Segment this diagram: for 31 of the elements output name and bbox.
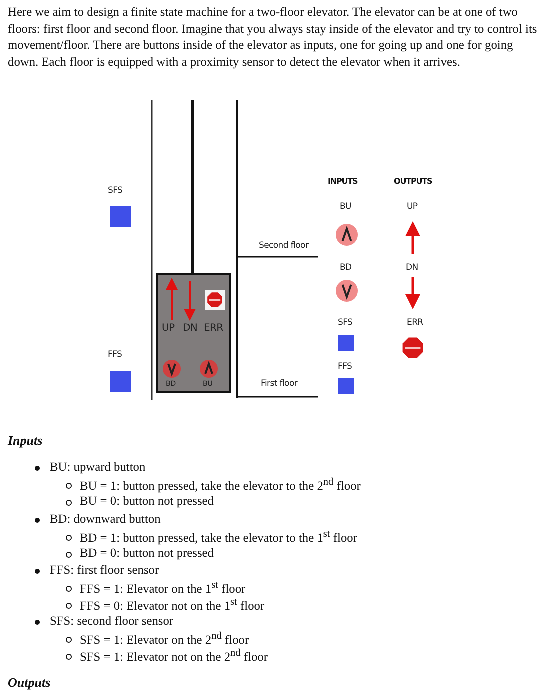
floor-label: Second floor bbox=[259, 241, 309, 251]
output-label: DN bbox=[183, 323, 198, 334]
input-label: SFS bbox=[338, 318, 353, 328]
sub-bullet-item: BU = 0: button not pressed bbox=[80, 494, 214, 509]
floor-label: First floor bbox=[261, 379, 298, 389]
sensor-label: FFS bbox=[108, 350, 122, 360]
input-label: BU bbox=[340, 202, 352, 212]
sub-bullet-item: BD = 1: button pressed, take the elevator to the 1$^{st}$ floor bbox=[80, 529, 358, 546]
bullet-item: BU: upward button bbox=[50, 460, 146, 475]
sensor-label: SFS bbox=[108, 186, 123, 196]
sub-bullet-item: SFS = 1: Elevator not on the 2$^{nd}$ floor bbox=[80, 648, 268, 666]
output-label: UP bbox=[162, 323, 175, 334]
output-label: ERR bbox=[204, 323, 224, 334]
sub-bullet-item: BD = 0: button not pressed bbox=[80, 546, 214, 561]
intro-paragraph: Here we aim to design a finite state machine for a two-floor elevator. The elevator can be at one of two floors: first floor and second floor. Imagine that you always stay inside of the elevator and try to control its movement/floor. There are buttons inside of the elevator as inputs, one for going up and one for going down. Each floor is equipped with a proximity sensor to detect the elevator when it arrives. bbox=[8, 4, 538, 70]
input-label: FFS bbox=[338, 362, 352, 372]
sub-bullet-item: FFS = 0: Elevator not on the 1$^{st}$ floor bbox=[80, 597, 265, 614]
section-heading: Inputs bbox=[8, 433, 43, 449]
bullet-item: SFS: second floor sensor bbox=[50, 614, 174, 629]
output-label: ERR bbox=[407, 318, 424, 328]
sub-bullet-item: FFS = 1: Elevator on the 1$^{st}$ floor bbox=[80, 580, 246, 598]
sub-bullet-item: SFS = 1: Elevator on the 2$^{nd}$ floor bbox=[80, 631, 250, 648]
column-heading: INPUTS bbox=[328, 177, 358, 186]
bullet-item: BD: downward button bbox=[50, 512, 161, 527]
output-label: UP bbox=[407, 202, 418, 212]
output-label: DN bbox=[406, 263, 418, 273]
section-heading: Outputs bbox=[8, 675, 51, 691]
column-heading: OUTPUTS bbox=[394, 177, 432, 186]
input-label: BD bbox=[340, 263, 352, 273]
bullet-item: FFS: first floor sensor bbox=[50, 563, 160, 578]
sub-bullet-item: BU = 1: button pressed, take the elevator to the 2$^{nd}$ floor bbox=[80, 477, 361, 494]
